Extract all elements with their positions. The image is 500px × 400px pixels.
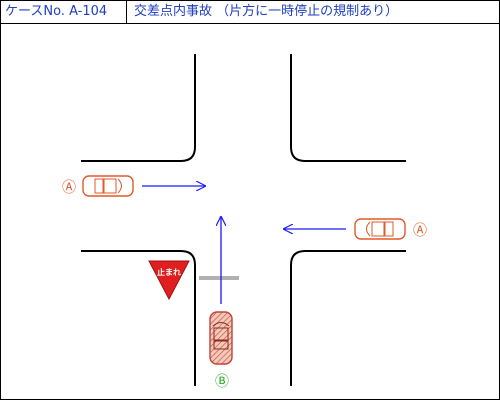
- vehicle-a-right-label: Ⓐ: [413, 223, 427, 239]
- stop-sign-icon: 止まれ: [148, 260, 190, 301]
- vehicle-a-left-car-icon: [82, 175, 134, 197]
- header-bar: ケースNo. A-104 交差点内事故 （片方に一時停止の規制あり）: [1, 1, 499, 24]
- vehicle-a-right-car-icon: [354, 218, 406, 240]
- diagram-title: 交差点内事故 （片方に一時停止の規制あり）: [134, 4, 399, 19]
- intersection-diagram: 止まれ Ⓐ Ⓐ Ⓑ: [62, 54, 427, 390]
- road-corner-top-left: [81, 54, 196, 162]
- road-corner-bottom-right: [290, 250, 406, 386]
- vehicle-a-left-label: Ⓐ: [62, 180, 76, 196]
- road-corner-top-right: [290, 54, 406, 162]
- road-corner-bottom-left: [81, 250, 196, 386]
- vehicle-b-label: Ⓑ: [215, 374, 229, 390]
- vehicle-b-car-icon: [209, 311, 233, 365]
- stop-sign-label: 止まれ: [157, 267, 181, 277]
- case-number: ケースNo. A-104: [1, 1, 127, 23]
